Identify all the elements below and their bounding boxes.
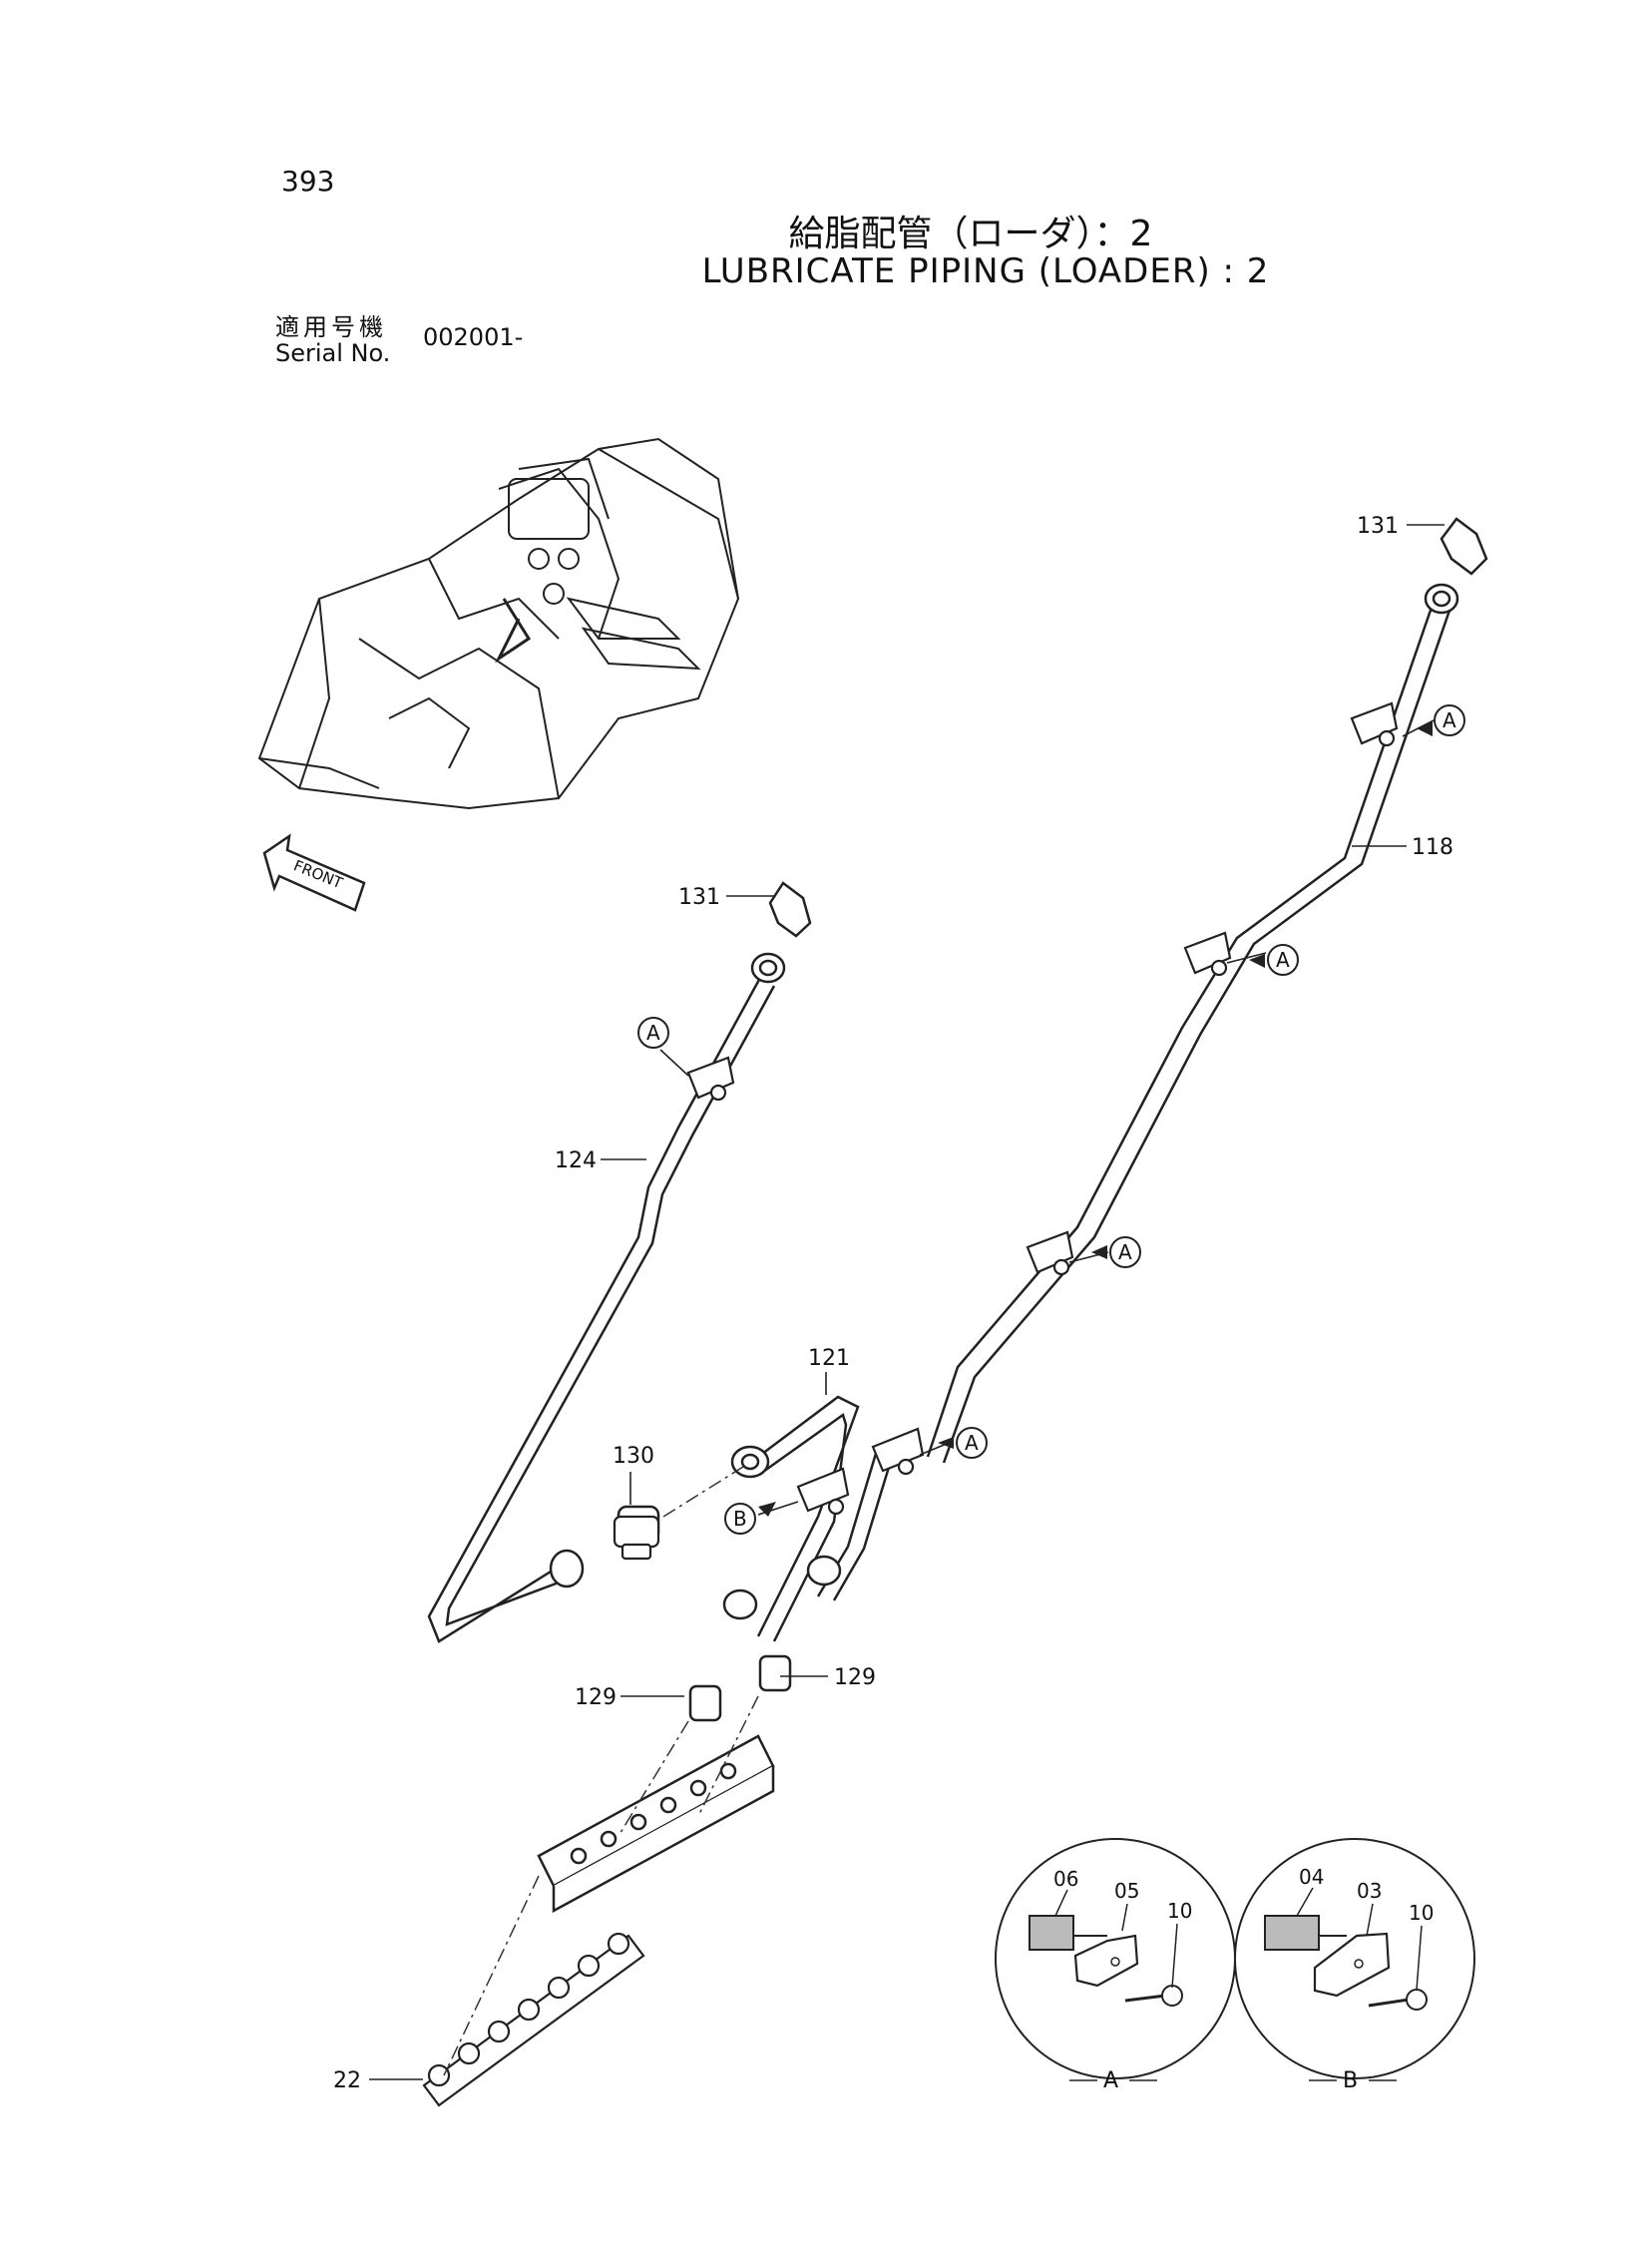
detail-b-part-04: 04 <box>1299 1865 1324 1889</box>
svg-text:B: B <box>733 1507 747 1531</box>
grease-nipple-row <box>422 1932 645 2107</box>
callout-131-left: 131 <box>678 885 720 910</box>
front-direction-arrow: FRONT <box>262 833 366 912</box>
svg-text:A: A <box>646 1021 660 1045</box>
callout-130: 130 <box>613 1444 654 1469</box>
grease-block <box>537 1734 775 1914</box>
pipe-124 <box>427 977 776 1643</box>
detail-view-b: 04 03 10 B <box>1234 1838 1475 2093</box>
page-title-english: LUBRICATE PIPING (LOADER) : 2 <box>701 251 1270 291</box>
svg-text:A: A <box>1118 1240 1132 1264</box>
detail-view-a: 06 05 10 A <box>995 1838 1236 2093</box>
detail-a-part-10: 10 <box>1167 1899 1192 1923</box>
callout-131-top: 131 <box>1357 514 1399 539</box>
callout-labels: 131 118 131 124 121 130 129 129 22 <box>333 514 1453 2093</box>
pipe-118 <box>926 598 1453 1464</box>
callout-129-right: 129 <box>834 1665 876 1690</box>
pipe-121 <box>756 1395 896 1642</box>
svg-text:A: A <box>1276 948 1290 972</box>
detail-b-label: B <box>1343 2068 1358 2093</box>
marker-b-1: B <box>724 1502 776 1535</box>
svg-text:A: A <box>965 1431 979 1455</box>
marker-a-3: A <box>1091 1236 1141 1268</box>
marker-a-4: A <box>637 1017 669 1049</box>
loader-overview-illustration <box>257 437 740 810</box>
detail-a-part-06: 06 <box>1053 1867 1078 1891</box>
centerlines <box>443 1466 759 2076</box>
callout-124: 124 <box>555 1148 597 1173</box>
marker-a-1: A <box>1417 704 1465 736</box>
detail-a-label: A <box>1103 2068 1118 2093</box>
marker-a-5: A <box>938 1427 988 1459</box>
detail-b-part-10: 10 <box>1409 1901 1434 1925</box>
callout-129-left: 129 <box>575 1685 617 1710</box>
callout-118: 118 <box>1412 835 1453 860</box>
adapter-130 <box>613 1515 660 1561</box>
detail-a-part-05: 05 <box>1114 1879 1139 1903</box>
marker-a-2: A <box>1249 944 1299 976</box>
serial-label-japanese: 適用号機 <box>275 313 387 341</box>
detail-markers: A A A A A B <box>637 704 1465 1535</box>
callout-121: 121 <box>808 1346 850 1371</box>
pipe-fittings <box>549 517 1488 1722</box>
detail-b-part-03: 03 <box>1357 1879 1382 1903</box>
serial-label-english: Serial No. <box>275 339 391 367</box>
callout-leaders <box>369 524 1445 2080</box>
pipe-clamps <box>686 701 1399 1516</box>
page-title-japanese: 給脂配管（ローダ）：2 <box>788 214 1153 254</box>
callout-22: 22 <box>333 2068 361 2093</box>
page-number: 393 <box>281 165 335 198</box>
svg-text:A: A <box>1443 708 1456 732</box>
serial-number-value: 002001- <box>423 323 524 351</box>
